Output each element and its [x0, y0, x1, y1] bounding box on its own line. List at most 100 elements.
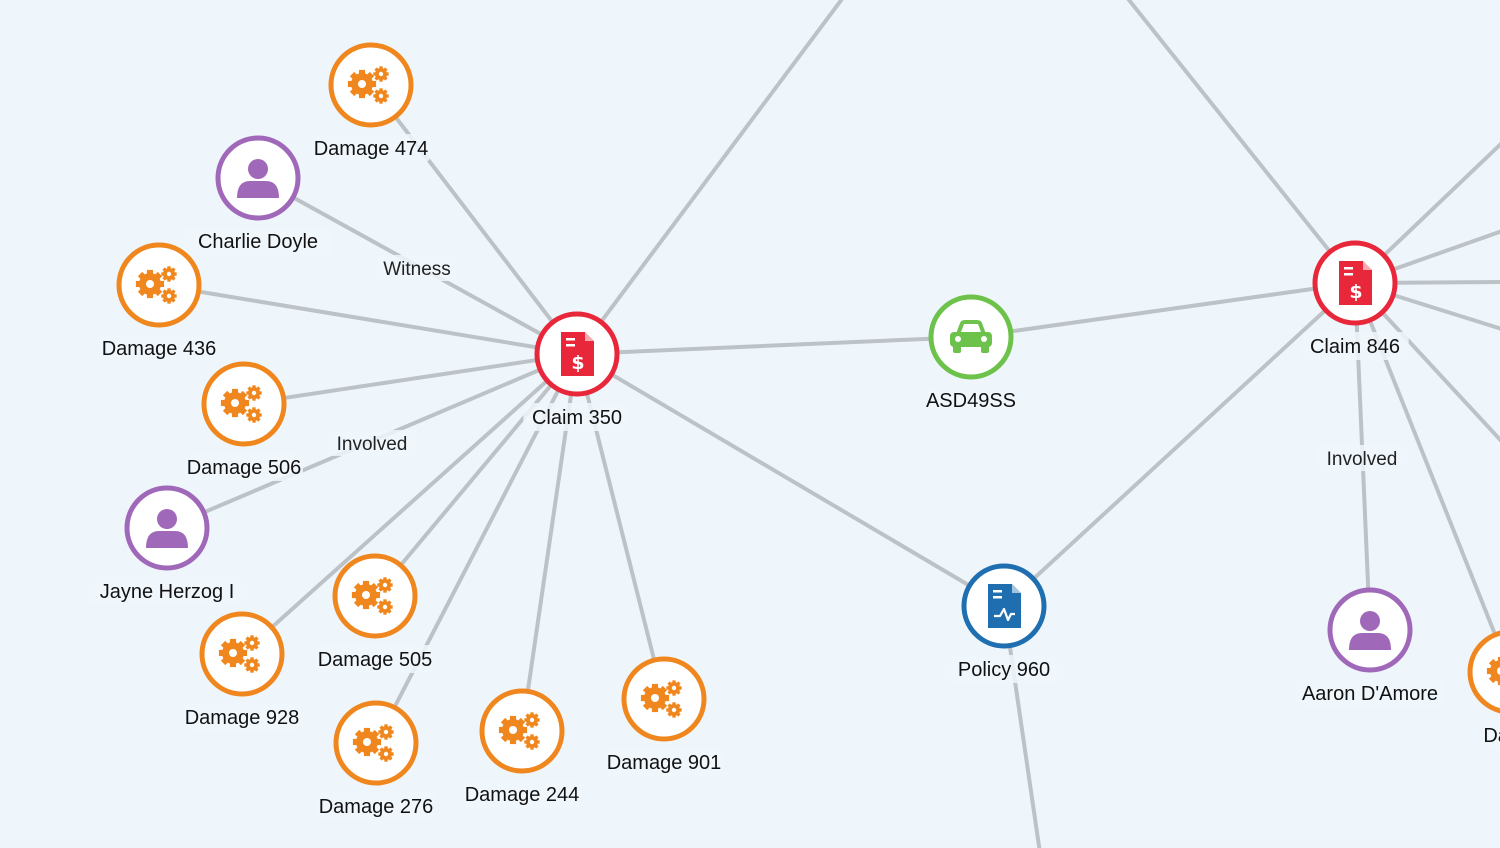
gear-hole: [362, 591, 370, 599]
node-label-bg: [185, 453, 303, 481]
gear-hole: [651, 694, 659, 702]
node-person-jayne[interactable]: Jayne Herzog I: [86, 485, 248, 605]
edge-label-bg: [1317, 445, 1407, 471]
person-icon: [1349, 611, 1391, 650]
node-label: Damage 505: [318, 649, 433, 671]
gear-hole: [249, 640, 255, 646]
car-body: [950, 332, 992, 347]
edge-label-bg: [327, 430, 417, 456]
node-label-bg: [183, 227, 333, 255]
node-label: Damage 276: [319, 796, 434, 818]
edge-c350-d506: [243, 352, 578, 406]
document-fold: [1012, 584, 1021, 593]
node-damage-d244[interactable]: Damage 244: [463, 688, 581, 808]
gear-hole: [382, 582, 388, 588]
document-page: [1339, 261, 1372, 305]
gear-hole: [1497, 667, 1500, 675]
gears-icon: [135, 266, 177, 304]
edge-c846-p960: [1002, 281, 1357, 608]
car-wheel: [981, 345, 989, 353]
gears-icon: [220, 385, 262, 423]
edge-c350-d474: [369, 83, 579, 356]
node-person-charlie[interactable]: Charlie Doyle: [183, 135, 333, 255]
node-label: Policy 960: [958, 659, 1050, 681]
node-label-bg: [1482, 721, 1500, 749]
node-label-bg: [317, 792, 435, 820]
node-label: Damage 244: [465, 784, 580, 806]
node-label: Aaron D'Amore: [1302, 683, 1438, 705]
node-label: Claim 350: [532, 407, 622, 429]
document-fold: [1363, 261, 1372, 270]
document-line: [1344, 273, 1353, 276]
node-damage-d505[interactable]: Damage 505: [316, 553, 434, 673]
person-head: [248, 159, 268, 179]
edge-label-bg: [377, 255, 457, 281]
dollar-glyph: $: [571, 352, 584, 374]
edge-c350-d928: [240, 352, 579, 656]
claim-document-icon: $: [561, 332, 594, 376]
claim-document-icon: $: [1339, 261, 1372, 305]
node-label: Damage 474: [314, 138, 429, 160]
node-damage-d928[interactable]: Damage 928: [183, 611, 301, 731]
node-claim-c846[interactable]: $ Claim 846: [1301, 240, 1409, 360]
gear-hole: [529, 717, 535, 723]
gear-hole: [383, 729, 389, 735]
node-label-bg: [316, 645, 434, 673]
gear-hole: [671, 685, 677, 691]
node-label: Charlie Doyle: [198, 231, 318, 253]
dollar-glyph: $: [1349, 281, 1362, 303]
gear-hole: [382, 604, 388, 610]
node-damage-dpart[interactable]: Dama: [1467, 630, 1500, 749]
gear-hole: [231, 399, 239, 407]
document-line: [566, 344, 575, 347]
car-icon: [950, 320, 992, 353]
node-damage-d474[interactable]: Damage 474: [312, 42, 430, 162]
car-window: [961, 324, 981, 332]
gears-icon: [347, 66, 389, 104]
gear-hole: [529, 739, 535, 745]
edge-label-group: Involved: [327, 430, 417, 456]
person-icon: [146, 509, 188, 548]
car-wheel: [953, 345, 961, 353]
node-damage-d276[interactable]: Damage 276: [317, 700, 435, 820]
node-vehicle-asd[interactable]: ASD49SS: [926, 294, 1016, 414]
signature-glyph: [994, 607, 1015, 622]
edge-label-group: Involved: [1317, 445, 1407, 471]
person-icon: [237, 159, 279, 198]
node-label-bg: [523, 403, 631, 431]
node-label-bg: [463, 780, 581, 808]
node-damage-d506[interactable]: Damage 506: [185, 361, 303, 481]
gear-hole: [509, 726, 517, 734]
gear-hole: [671, 707, 677, 713]
person-body: [1349, 633, 1391, 650]
gear-body: [1490, 660, 1500, 682]
node-damage-d436[interactable]: Damage 436: [100, 242, 218, 362]
policy-document-icon: [988, 584, 1021, 628]
node-circle[interactable]: [1467, 630, 1500, 714]
edge-c350-d436: [158, 283, 578, 356]
node-label-bg: [1301, 332, 1409, 360]
person-head: [157, 509, 177, 529]
edge-c846-offscreen-top-2: [1126, 0, 1357, 285]
node-claim-c350[interactable]: $ Claim 350: [523, 311, 631, 431]
node-label-bg: [605, 748, 723, 776]
node-label: Claim 846: [1310, 336, 1400, 358]
node-label-bg: [312, 134, 430, 162]
document-line: [993, 596, 1002, 599]
document-line: [566, 338, 575, 341]
edge-label-group: Witness: [377, 255, 457, 281]
node-person-aaron[interactable]: Aaron D'Amore: [1295, 587, 1445, 707]
edge-asd-c846: [970, 281, 1356, 339]
node-policy-p960[interactable]: Policy 960: [945, 563, 1063, 683]
node-damage-d901[interactable]: Damage 901: [605, 656, 723, 776]
node-label-bg: [927, 386, 1015, 414]
edges-layer: [158, 0, 1500, 848]
gears-icon: [352, 724, 394, 762]
gears-icon: [1486, 656, 1500, 686]
node-label: Dama: [1483, 725, 1500, 747]
edge-c350-p960: [575, 352, 1006, 608]
person-body: [237, 181, 279, 198]
gear-hole: [229, 649, 237, 657]
gear-hole: [251, 390, 257, 396]
